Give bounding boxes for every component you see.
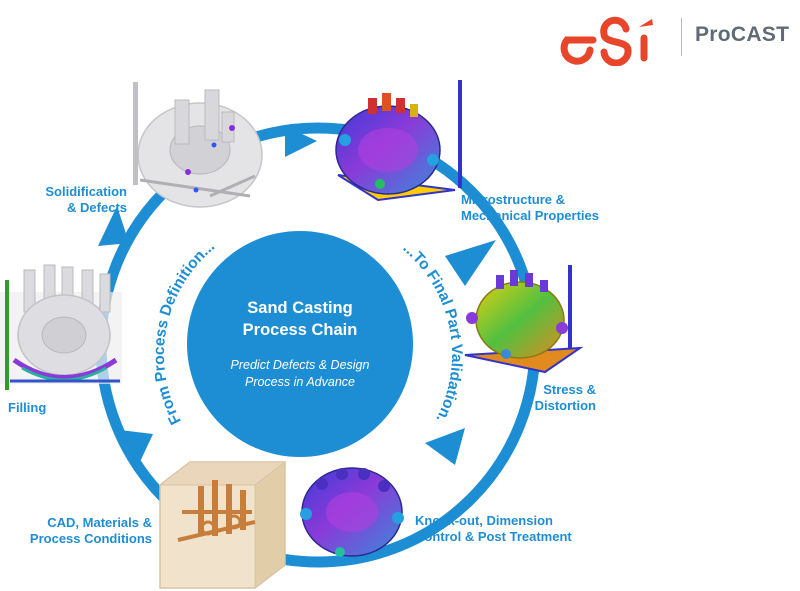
center-subtitle: Predict Defects & Design Process in Adva…	[205, 357, 395, 391]
step-label-line: Filling	[8, 400, 47, 415]
center-title-line1: Sand Casting	[247, 299, 353, 317]
esi-logo	[560, 16, 653, 66]
step-label-line: Stress &	[543, 382, 596, 397]
microstructure-illustration	[335, 80, 462, 202]
step-label-line: Knock-out, Dimension	[415, 513, 553, 528]
step-label-line: & Defects	[67, 200, 127, 215]
cad-illustration	[158, 460, 287, 590]
step-label-line: Solidification	[45, 184, 127, 199]
step-label-line: CAD, Materials &	[47, 515, 152, 530]
step-label-line: Process Conditions	[29, 531, 152, 546]
step-cad-label: CAD, Materials & Process Conditions	[0, 515, 152, 547]
product-name: ProCAST	[695, 23, 790, 46]
step-label-line: Control & Post Treatment	[415, 529, 572, 544]
center-title-line2: Process Chain	[242, 321, 358, 339]
center-disc	[187, 231, 413, 457]
center-title: Sand Casting Process Chain	[210, 297, 390, 341]
step-label-line: Mechanical Properties	[461, 208, 599, 223]
stress-illustration	[464, 265, 584, 374]
arrow-top	[285, 126, 317, 157]
filling-illustration	[0, 264, 122, 390]
step-label-line: Distortion	[534, 398, 596, 413]
center-subtitle-line2: Process in Advance	[244, 375, 355, 389]
step-knockout-label: Knock-out, Dimension Control & Post Trea…	[415, 513, 572, 545]
solidification-illustration	[133, 82, 263, 208]
step-stress-label: Stress & Distortion	[480, 382, 596, 414]
arrow-upper-right	[445, 240, 496, 286]
center-subtitle-line1: Predict Defects & Design	[230, 358, 370, 372]
logo-divider	[681, 18, 682, 56]
step-label-line: Microstructure &	[461, 192, 566, 207]
step-solidification-label: Solidification & Defects	[0, 184, 127, 216]
knockout-illustration	[300, 467, 404, 557]
step-microstructure-label: Microstructure & Mechanical Properties	[461, 192, 599, 224]
arrow-lower-left	[120, 430, 153, 466]
arrow-lower-right	[425, 428, 465, 465]
step-filling-label: Filling	[8, 400, 46, 416]
arrow-upper-left	[98, 206, 129, 246]
